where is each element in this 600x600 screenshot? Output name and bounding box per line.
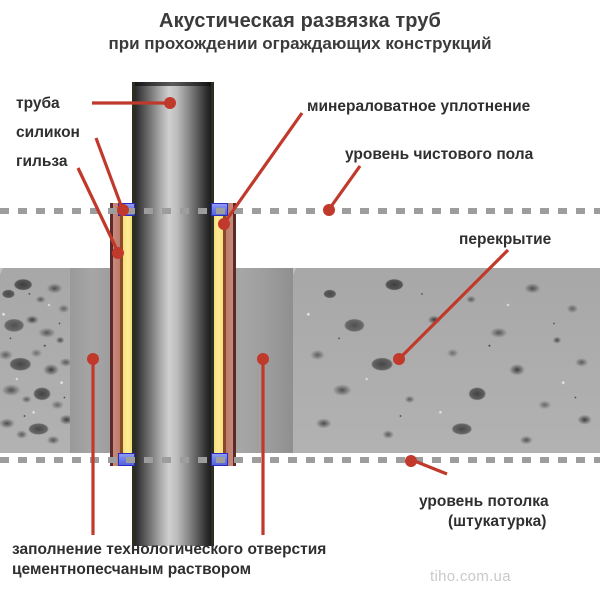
pipe xyxy=(133,82,213,546)
label-pipe: труба xyxy=(16,95,60,112)
sleeve-outline-right xyxy=(233,203,236,466)
ceiling-level-line xyxy=(0,457,600,463)
sleeve-wall-left xyxy=(113,203,120,466)
page-subtitle: при прохождении ограждающих конструкций xyxy=(108,34,492,53)
sleeve-inner-edge-left xyxy=(120,203,123,466)
pipe-top-cap xyxy=(133,82,213,86)
label-ceiling-level-line1: уровень потолка xyxy=(419,493,549,510)
label-ceiling-level-line2: (штукатурка) xyxy=(448,513,547,530)
finished-floor-level-line xyxy=(0,208,600,214)
label-finished-floor-level: уровень чистового пола xyxy=(345,146,534,163)
slab-aggregate-right xyxy=(293,268,600,453)
label-sleeve: гильза xyxy=(16,153,68,170)
label-mineral-wool: минераловатное уплотнение xyxy=(307,98,531,115)
label-grout-fill-line1: заполнение технологического отверстия xyxy=(12,541,327,558)
sleeve-outline-left xyxy=(110,203,113,466)
label-slab: перекрытие xyxy=(459,231,552,248)
leader-floor-level xyxy=(328,165,362,209)
sleeve-wall-right xyxy=(226,203,233,466)
sleeve-inner-edge-right xyxy=(223,203,226,466)
page-title: Акустическая развязка труб xyxy=(159,10,441,32)
label-grout-fill-line2: цементнопесчаным раствором xyxy=(12,561,252,578)
slab-aggregate-left xyxy=(0,268,70,453)
mineral-wool-left xyxy=(123,203,132,466)
watermark: tiho.com.ua xyxy=(430,568,511,585)
label-silicone: силикон xyxy=(16,124,80,141)
leader-silicone xyxy=(94,137,124,209)
leader-mineral-wool xyxy=(223,112,304,223)
pipe-edge-right xyxy=(211,82,214,546)
pipe-edge-left xyxy=(132,82,135,546)
mineral-wool-right xyxy=(214,203,223,466)
